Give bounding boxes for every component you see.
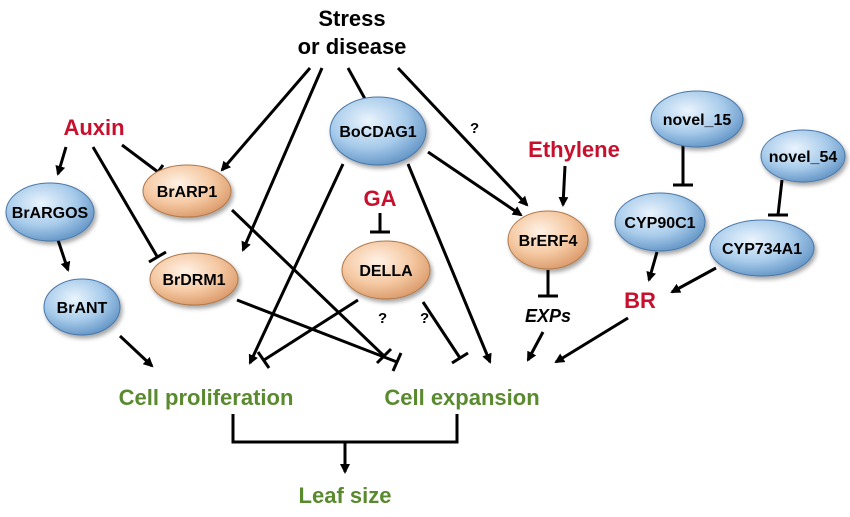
node-brerf4: BrERF4: [507, 210, 589, 270]
edge-cyp734a1-to-br: [670, 266, 717, 294]
edge-outcomes-bracket: [231, 414, 459, 444]
gene-exps: EXPs: [525, 306, 571, 326]
edge-della-inhibits-cell-proliferation: [263, 298, 359, 362]
signal-br: BR: [624, 288, 656, 313]
node-cyp90c1: CYP90C1: [614, 192, 706, 252]
node-novel54: novel_54: [760, 129, 846, 183]
edge-stress-to-brerf4: [396, 66, 529, 207]
node-label-della: DELLA: [359, 263, 413, 280]
node-label-brdrm1: BrDRM1: [162, 272, 225, 289]
edge-novel54-inhibits-cyp734a1: [776, 179, 784, 216]
node-label-cyp90c1: CYP90C1: [624, 215, 695, 232]
edge-bocdag1-to-brerf4: [427, 150, 523, 217]
edge-brant-to-cell-proliferation: [118, 334, 154, 368]
outcome-cell-expansion: Cell expansion: [384, 385, 539, 410]
edge-della-inhibits-cell-proliferation-bar: [256, 351, 271, 369]
edge-brdrm1-inhibits-cell-expansion-bar: [391, 352, 403, 372]
edge-auxin-to-brargos: [55, 146, 68, 176]
edge-bocdag1-to-cell-proliferation: [248, 163, 345, 365]
node-brant: BrANT: [43, 278, 121, 336]
edge-exps-to-cell-expansion: [526, 331, 545, 362]
signal-ga: GA: [364, 186, 397, 211]
edge-bocdag1-to-cell-expansion: [406, 163, 492, 364]
edges: [55, 66, 788, 474]
node-bocdag1: BoCDAG1: [329, 96, 427, 166]
edge-auxin-inhibits-brdrm1-bar: [148, 250, 167, 264]
signal-auxin: Auxin: [63, 115, 124, 140]
node-label-novel15: novel_15: [663, 112, 732, 129]
node-label-brerf4: BrERF4: [519, 233, 578, 250]
edge-br-to-cell-expansion: [554, 316, 629, 364]
node-brdrm1: BrDRM1: [149, 252, 239, 306]
node-brarp1: BrARP1: [142, 164, 232, 218]
edge-ethylene-to-brerf4: [558, 165, 569, 207]
node-label-cyp734a1: CYP734A1: [722, 241, 802, 258]
edge-auxin-inhibits-brdrm1: [91, 146, 160, 259]
node-label-brarp1: BrARP1: [157, 184, 218, 201]
question-mark-della-proliferation: ?: [378, 310, 387, 327]
question-mark-della-expansion: ?: [420, 310, 429, 327]
edge-brargos-to-brant: [56, 239, 71, 272]
edge-stress-to-brdrm1: [241, 67, 324, 252]
edge-brdrm1-inhibits-cell-expansion: [236, 298, 398, 364]
outcome-leaf-size: Leaf size: [299, 483, 392, 508]
edge-auxin-inhibits-brarp1: [121, 143, 159, 174]
question-mark-stress-brerf4: ?: [470, 120, 479, 137]
edge-cyp90c1-to-br: [646, 251, 659, 282]
edge-brarp1-inhibits-cell-expansion: [230, 208, 386, 358]
signal-ethylene: Ethylene: [528, 137, 620, 162]
edge-della-inhibits-cell-expansion-bar: [451, 351, 469, 365]
node-novel15: novel_15: [650, 90, 744, 148]
node-brargos: BrARGOS: [5, 182, 95, 242]
stress-label-line2: or disease: [298, 34, 407, 59]
node-label-brant: BrANT: [57, 300, 108, 317]
node-cyp734a1: CYP734A1: [709, 219, 815, 277]
stress-label-line1: Stress: [318, 6, 385, 31]
node-label-novel54: novel_54: [769, 149, 838, 166]
edge-stress-to-brarp1: [220, 67, 312, 172]
node-della: DELLA: [341, 240, 431, 300]
outcome-cell-proliferation: Cell proliferation: [119, 385, 294, 410]
edge-della-inhibits-cell-expansion: [421, 301, 462, 359]
node-label-brargos: BrARGOS: [12, 205, 89, 222]
node-label-bocdag1: BoCDAG1: [339, 124, 416, 141]
